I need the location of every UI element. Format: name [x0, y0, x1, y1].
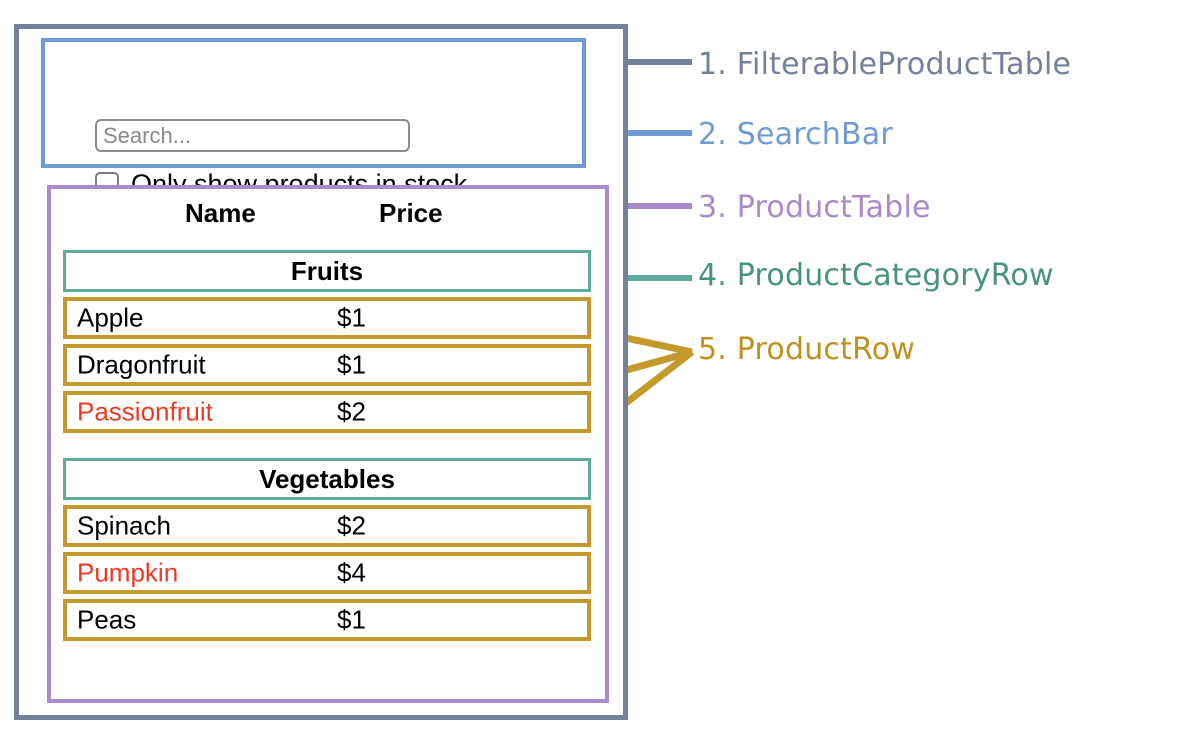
- product-price: $1: [337, 604, 366, 635]
- group-separator: [63, 438, 591, 458]
- search-bar: Only show products in stock: [41, 38, 586, 199]
- product-category-row: Fruits: [63, 250, 591, 292]
- legend-label-product-category-row: 4. ProductCategoryRow: [698, 258, 1054, 293]
- column-header-price: Price: [379, 198, 443, 228]
- product-name: Passionfruit: [77, 396, 213, 427]
- product-price: $1: [337, 349, 366, 380]
- product-name: Pumpkin: [77, 557, 179, 588]
- product-price: $4: [337, 557, 366, 588]
- product-table-header: Name Price: [51, 198, 605, 236]
- product-name: Apple: [77, 302, 144, 333]
- product-row[interactable]: Spinach $2: [63, 505, 591, 547]
- product-name: Dragonfruit: [77, 349, 206, 380]
- legend-label-filterable-product-table: 1. FilterableProductTable: [698, 47, 1072, 82]
- product-row[interactable]: Dragonfruit $1: [63, 344, 591, 386]
- product-row[interactable]: Passionfruit $2: [63, 391, 591, 433]
- product-row[interactable]: Peas $1: [63, 599, 591, 641]
- product-name: Peas: [77, 604, 137, 635]
- product-row[interactable]: Pumpkin $4: [63, 552, 591, 594]
- product-row[interactable]: Apple $1: [63, 297, 591, 339]
- product-price: $2: [337, 396, 366, 427]
- product-table-body: Fruits Apple $1 Dragonfruit $1 Passionfr…: [63, 250, 591, 646]
- product-price: $1: [337, 302, 366, 333]
- search-input[interactable]: [95, 119, 410, 152]
- product-category-row: Vegetables: [63, 458, 591, 500]
- product-price: $2: [337, 510, 366, 541]
- column-header-name: Name: [185, 198, 256, 228]
- legend-label-product-row: 5. ProductRow: [698, 332, 916, 367]
- legend-label-search-bar: 2. SearchBar: [698, 117, 893, 152]
- product-name: Spinach: [77, 510, 171, 541]
- product-table: Name Price Fruits Apple $1 Dragonfruit $…: [47, 185, 609, 703]
- legend-label-product-table: 3. ProductTable: [698, 190, 931, 225]
